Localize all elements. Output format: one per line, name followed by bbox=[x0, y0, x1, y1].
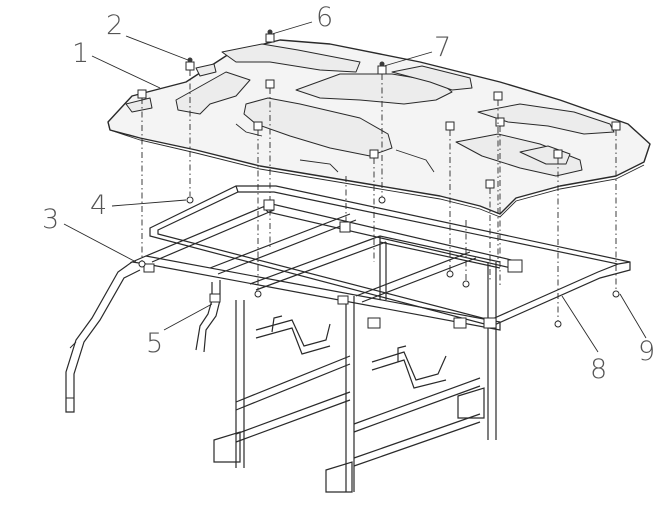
callout-2: 2 bbox=[106, 10, 123, 41]
callout-3: 3 bbox=[42, 204, 59, 235]
roof-panel bbox=[107, 39, 651, 218]
fasteners-lower bbox=[138, 196, 620, 328]
callout-4: 4 bbox=[90, 190, 107, 221]
cage-frame bbox=[65, 199, 523, 493]
callout-6: 6 bbox=[316, 2, 333, 33]
bolt-6 bbox=[265, 29, 275, 43]
callout-leaders bbox=[63, 21, 647, 353]
alignment-lines bbox=[141, 70, 617, 322]
callout-5: 5 bbox=[146, 328, 163, 359]
callout-labels: 1 2 3 4 5 6 7 8 9 bbox=[42, 2, 655, 385]
callout-9: 9 bbox=[638, 336, 655, 367]
roof-bolts bbox=[137, 29, 621, 189]
callout-7: 7 bbox=[434, 32, 451, 63]
callout-1: 1 bbox=[72, 38, 89, 69]
callout-8: 8 bbox=[590, 354, 607, 385]
